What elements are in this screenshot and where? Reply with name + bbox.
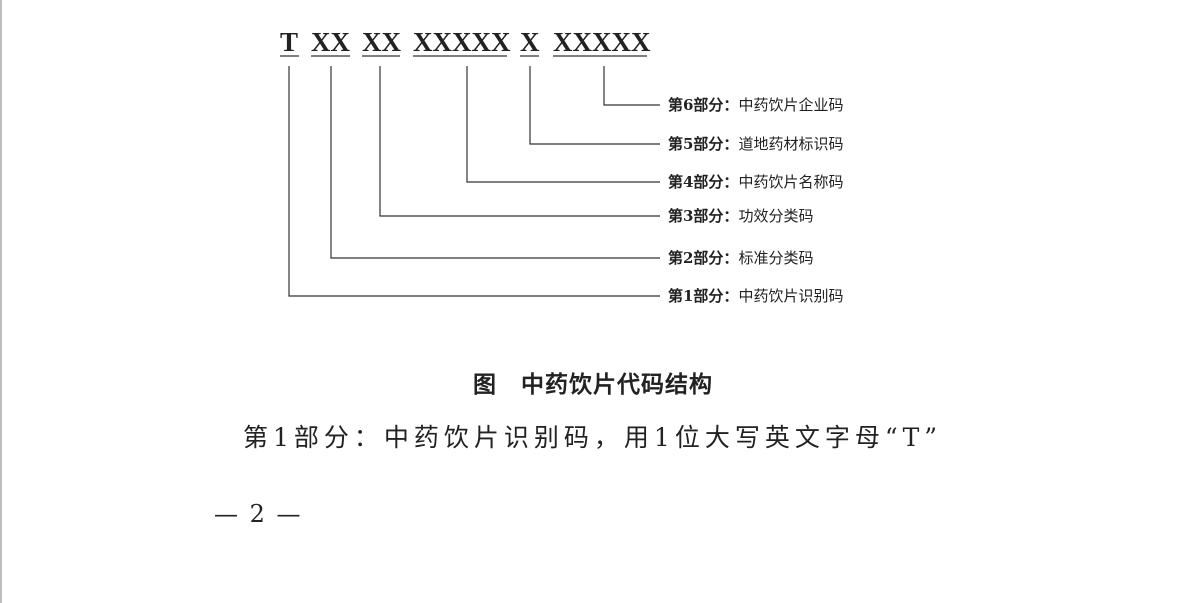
leader-part-2: [330, 66, 660, 259]
code-segment: T: [280, 27, 298, 57]
code-segment: XXXXX: [553, 27, 651, 57]
part-name: 中药饮片企业码: [738, 96, 843, 114]
part-name: 功效分类码: [738, 207, 813, 225]
leader-part-1: [288, 66, 660, 297]
leader-part-4: [466, 66, 660, 183]
leader-part-5: [529, 66, 660, 145]
part-prefix: 第1部分：: [668, 287, 738, 305]
code-segment: X: [520, 27, 540, 57]
code-segment: XXXXX: [413, 27, 511, 57]
body-paragraph: 第1部分：中药饮片识别码，用1位大写英文字母“T”: [243, 423, 943, 452]
part-label-5: 第5部分：道地药材标识码: [668, 135, 843, 153]
code-segment: XX: [311, 27, 350, 57]
code-segment: XX: [362, 27, 401, 57]
figure-caption: 图 中药饮片代码结构: [473, 372, 713, 398]
page-number: — 2 —: [214, 500, 303, 528]
code-structure-diagram: T XX XX XXXXX X XXXXX 第6部分：中药饮片企业码 第5部分：…: [280, 27, 843, 305]
part-name: 标准分类码: [738, 249, 813, 267]
part-prefix: 第3部分：: [668, 207, 738, 225]
part-prefix: 第6部分：: [668, 96, 738, 114]
page-edge: [0, 0, 2, 603]
part-prefix: 第4部分：: [668, 173, 738, 191]
part-prefix: 第5部分：: [668, 135, 738, 153]
part-label-1: 第1部分：中药饮片识别码: [668, 287, 843, 305]
part-label-6: 第6部分：中药饮片企业码: [668, 96, 843, 114]
part-name: 道地药材标识码: [738, 135, 843, 153]
part-name: 中药饮片名称码: [738, 173, 843, 191]
part-prefix: 第2部分：: [668, 249, 738, 267]
part-name: 中药饮片识别码: [738, 287, 843, 305]
part-label-3: 第3部分：功效分类码: [668, 207, 813, 225]
connector-lines: [280, 55, 660, 297]
part-label-2: 第2部分：标准分类码: [668, 249, 813, 267]
leader-part-6: [603, 66, 660, 106]
part-label-4: 第4部分：中药饮片名称码: [668, 173, 843, 191]
leader-part-3: [379, 66, 660, 217]
